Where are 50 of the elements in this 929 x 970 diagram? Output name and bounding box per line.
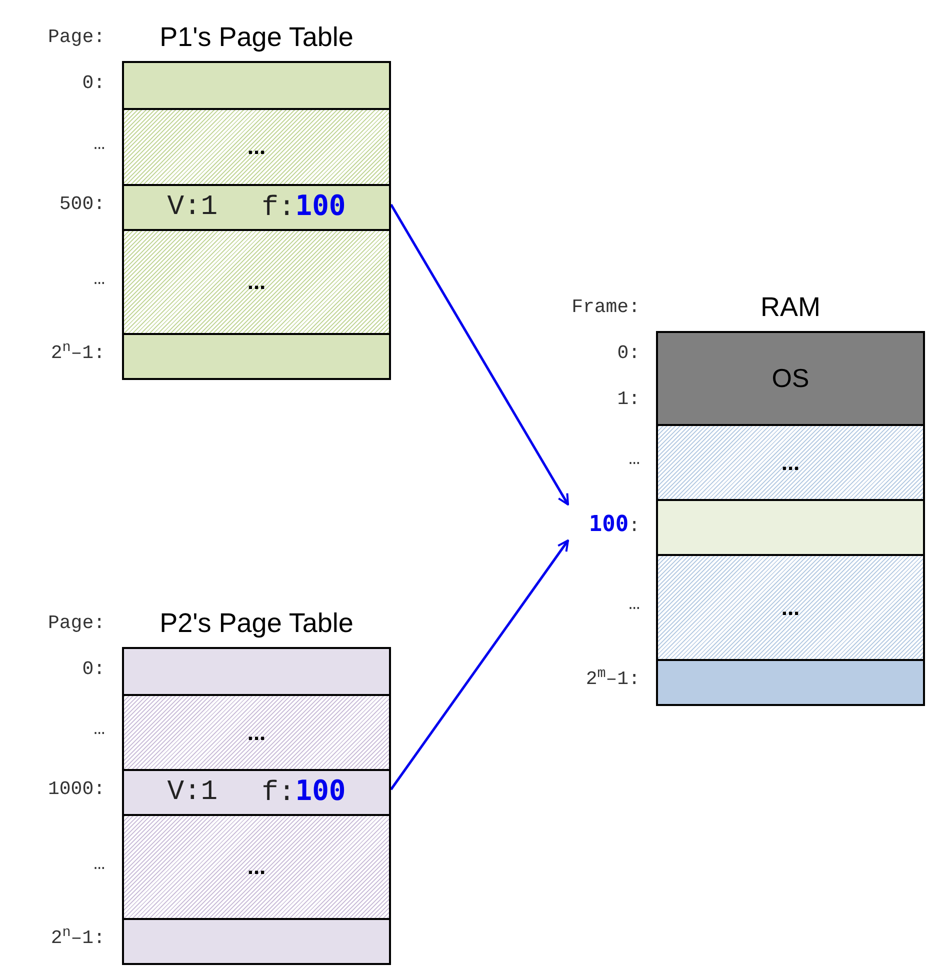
table-row — [124, 814, 389, 918]
row-index-label: … — [628, 595, 640, 614]
cell-text: f:100 — [262, 773, 346, 811]
table-row — [124, 108, 389, 184]
table-row — [124, 333, 389, 378]
row-index-label: 2$^{n}$–1: — [50, 929, 105, 948]
row-index-label: … — [94, 134, 105, 154]
row-index-label: 0: — [82, 660, 105, 679]
cell-text: V:1 — [167, 776, 218, 810]
row-index-label: 2$^{n}$–1: — [50, 344, 105, 363]
table-row — [658, 554, 923, 659]
row-index-label: 2$^{m}$–1: — [586, 670, 640, 689]
cell-text: ... — [247, 722, 266, 744]
table-row — [124, 63, 389, 108]
column-heading: Page: — [48, 28, 105, 46]
table-row — [124, 769, 389, 814]
row-index-label: 0: — [617, 344, 640, 364]
table-title: RAM — [760, 290, 820, 324]
row-index-label: … — [628, 450, 640, 469]
cell-text: ... — [247, 136, 266, 158]
cell-text: ... — [781, 452, 800, 474]
column-heading: Frame: — [572, 298, 640, 316]
row-index-label: 0: — [82, 74, 105, 93]
table-row — [658, 424, 923, 499]
cell-text: OS — [772, 362, 810, 395]
arrow — [390, 204, 570, 506]
cell-text: ... — [247, 271, 266, 293]
table-row — [124, 229, 389, 333]
table-title: P1's Page Table — [160, 20, 354, 54]
cell-text: ... — [781, 596, 800, 618]
row-index-label: 100: — [588, 514, 640, 536]
table-title: P2's Page Table — [160, 606, 354, 640]
arrow — [390, 540, 570, 790]
row-index-label: … — [94, 270, 105, 288]
table-row — [658, 659, 923, 704]
table-row — [658, 499, 923, 554]
table-row — [658, 333, 923, 424]
column-heading: Page: — [48, 614, 105, 632]
table-row — [124, 694, 389, 769]
table-row — [124, 184, 389, 229]
row-index-label: 1000: — [48, 780, 105, 799]
row-index-label: 500: — [59, 195, 105, 214]
row-index-label: 1: — [617, 390, 640, 409]
row-index-label: … — [94, 720, 105, 739]
table-row — [124, 918, 389, 963]
table-row — [124, 649, 389, 694]
row-index-label: … — [94, 854, 105, 874]
cell-text: ... — [247, 856, 266, 878]
cell-text: f:100 — [262, 188, 346, 226]
cell-text: V:1 — [167, 190, 218, 224]
